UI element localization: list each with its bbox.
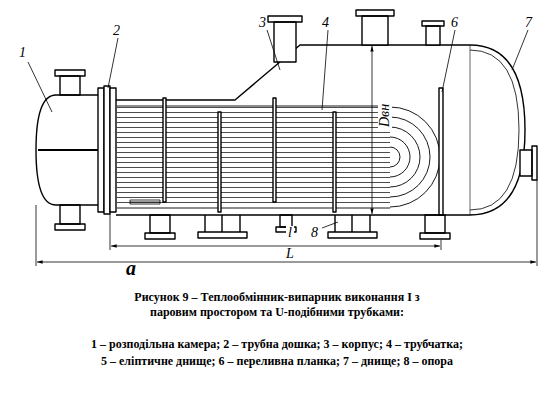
callout-number: 4 bbox=[321, 16, 330, 30]
callout-number: 1 bbox=[18, 46, 27, 60]
dimension-label: Dвн bbox=[378, 102, 392, 129]
part-list-line: 1 – розподільна камера; 2 – трубна дошка… bbox=[91, 338, 463, 350]
part-list-line: 5 – еліптичне днище; 6 – переливна планк… bbox=[101, 355, 453, 367]
callout-number: 7 bbox=[524, 16, 533, 30]
callout-number: 8 bbox=[310, 226, 319, 240]
callout-number: 3 bbox=[258, 16, 267, 30]
dimension-label: l bbox=[286, 226, 294, 240]
callout-number: 2 bbox=[112, 24, 121, 38]
callout-number: 6 bbox=[450, 16, 459, 30]
dimension-label: L bbox=[284, 247, 296, 261]
figure-caption: Рисунок 9 – Теплообмінник-випарник викон… bbox=[127, 290, 427, 320]
view-letter: a bbox=[126, 258, 136, 278]
